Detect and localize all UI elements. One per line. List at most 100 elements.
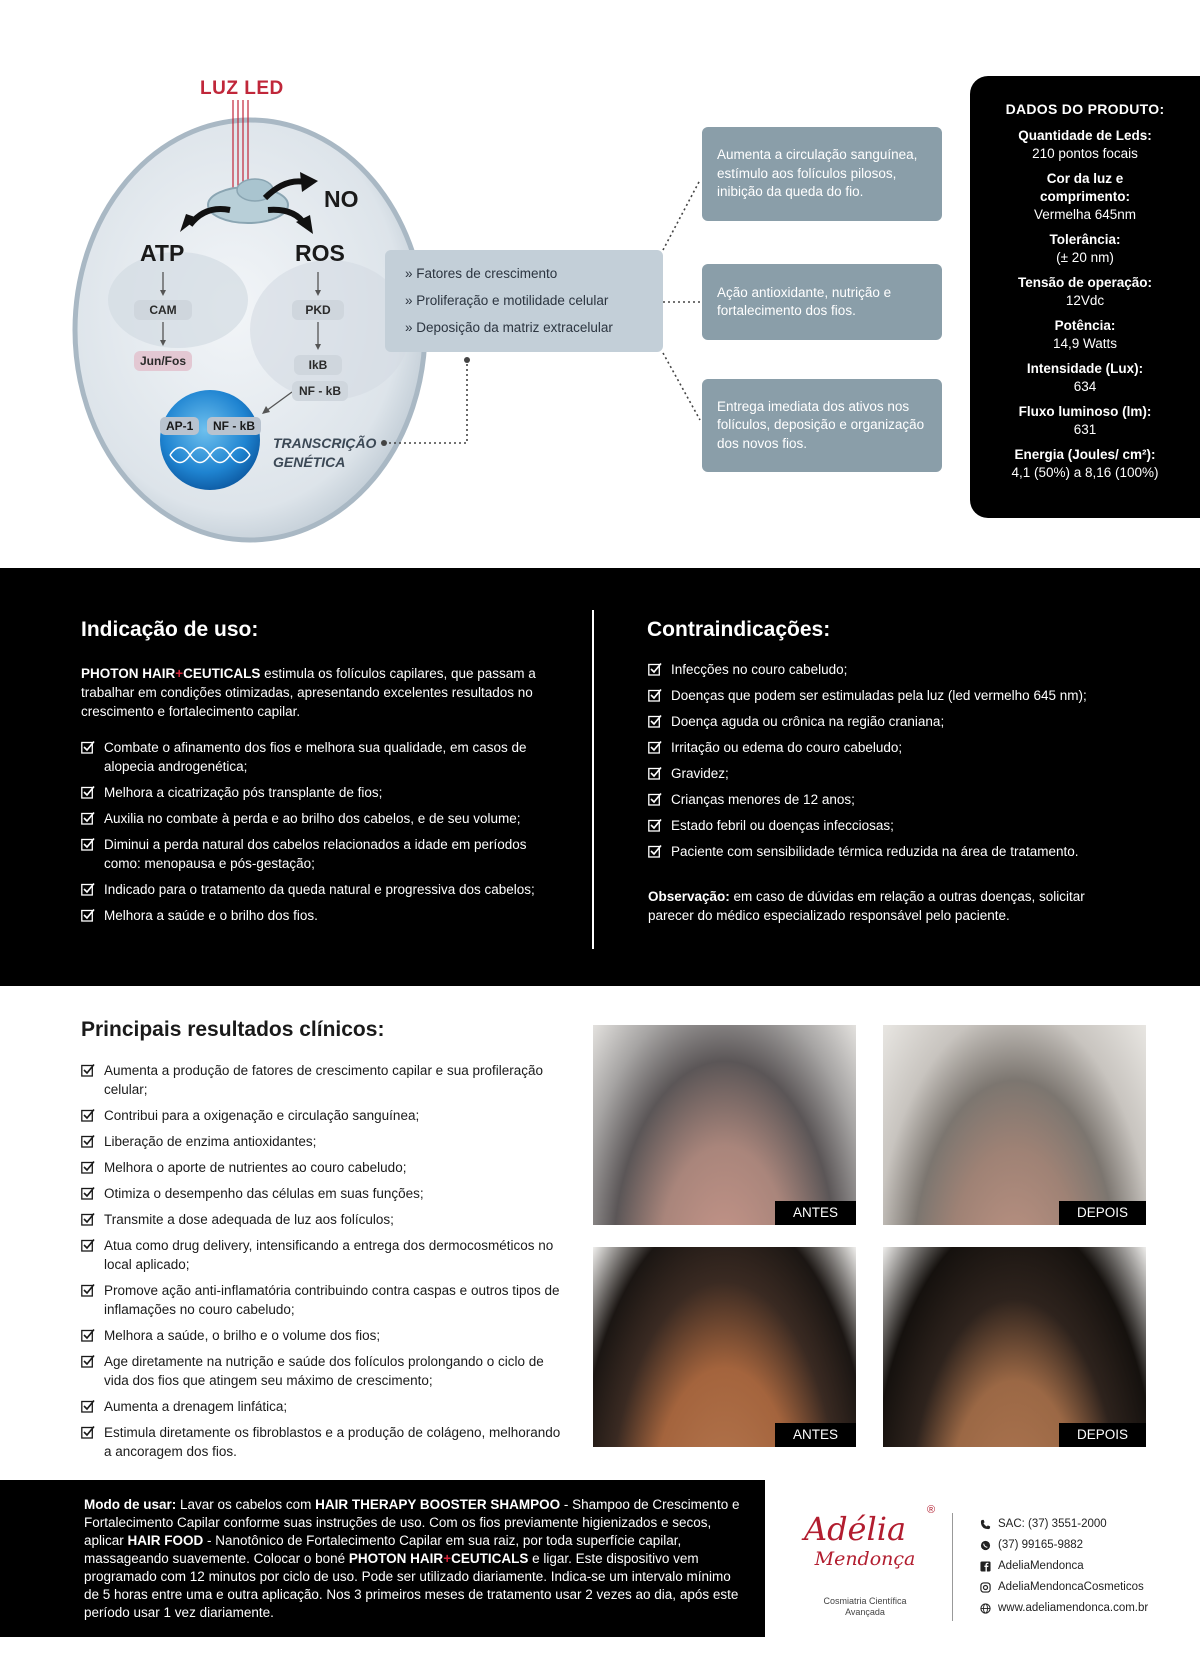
spec-tolerance: Tolerância: (± 20 nm) bbox=[1049, 232, 1121, 265]
factor-item: » Proliferação e motilidade celular bbox=[405, 293, 609, 308]
contact-facebook[interactable]: AdeliaMendonca bbox=[980, 1556, 1148, 1577]
logo-surname: Mendonça bbox=[814, 1548, 916, 1570]
intro-text: estimula os folículos capilares, que pas… bbox=[81, 666, 536, 719]
junfos-pill: Jun/Fos bbox=[134, 351, 192, 371]
factors-box: » Fatores de crescimento » Proliferação … bbox=[385, 250, 663, 352]
checkbox-icon bbox=[81, 740, 95, 754]
arrowhead-atp bbox=[180, 214, 198, 232]
list-item: Transmite a dose adequada de luz aos fol… bbox=[81, 1210, 566, 1229]
spec-voltage: Tensão de operação: 12Vdc bbox=[1017, 275, 1153, 308]
pkd-pill: PKD bbox=[292, 300, 344, 320]
connector-effect-1 bbox=[662, 179, 701, 251]
checkbox-icon bbox=[81, 837, 95, 851]
luz-led-label: LUZ LED bbox=[200, 78, 284, 99]
usage-band bbox=[0, 568, 1200, 986]
effect-text: Aumenta a circulação sanguínea, estímulo… bbox=[717, 147, 918, 200]
spec-energy: Energia (Joules/ cm²): 4,1 (50%) a 8,16 … bbox=[1011, 447, 1159, 480]
atp-label: ATP bbox=[140, 240, 185, 266]
list-item: Aumenta a drenagem linfática; bbox=[81, 1397, 566, 1416]
arrow-nfkb-nucleus bbox=[265, 391, 293, 412]
photo-tag: ANTES bbox=[774, 1201, 856, 1225]
list-item: Diminui a perda natural dos cabelos rela… bbox=[81, 835, 561, 873]
checkbox-icon bbox=[648, 714, 662, 728]
checkbox-icon bbox=[81, 1238, 95, 1252]
list-item: Melhora a saúde e o brilho dos fios. bbox=[81, 906, 561, 925]
column-divider bbox=[592, 610, 594, 949]
checkbox-icon bbox=[81, 1425, 95, 1439]
obs-label: Observação: bbox=[648, 889, 730, 904]
checkbox-icon bbox=[648, 792, 662, 806]
no-label: NO bbox=[324, 186, 359, 212]
list-item: Paciente com sensibilidade térmica reduz… bbox=[648, 842, 1138, 861]
dna-strand bbox=[169, 446, 251, 464]
contact-list: SAC: (37) 3551-2000 (37) 99165-9882 Adel… bbox=[980, 1514, 1148, 1619]
instagram-icon bbox=[980, 1582, 991, 1593]
checkbox-icon bbox=[648, 662, 662, 676]
ros-label: ROS bbox=[295, 240, 345, 266]
checkbox-icon bbox=[81, 1399, 95, 1413]
checkbox-icon bbox=[81, 1354, 95, 1368]
indicacao-list: Combate o afinamento dos fios e melhora … bbox=[81, 738, 561, 932]
list-item: Infecções no couro cabeludo; bbox=[648, 660, 1138, 679]
list-item: Crianças menores de 12 anos; bbox=[648, 790, 1138, 809]
photo-tag: DEPOIS bbox=[1058, 1201, 1146, 1225]
nfkb-pill: NF - kB bbox=[292, 381, 348, 401]
checkbox-icon bbox=[648, 844, 662, 858]
effect-box-circulation: Aumenta a circulação sanguínea, estímulo… bbox=[702, 127, 942, 221]
after-photo-1: DEPOIS bbox=[883, 1025, 1146, 1225]
checkbox-icon bbox=[81, 811, 95, 825]
list-item: Irritação ou edema do couro cabeludo; bbox=[648, 738, 1138, 757]
brand-plus: + bbox=[175, 666, 184, 681]
arrowhead-ros bbox=[296, 215, 313, 234]
whatsapp-icon bbox=[980, 1540, 991, 1551]
checkbox-icon bbox=[81, 1160, 95, 1174]
spec-light-color: Cor da luz e comprimento: Vermelha 645nm bbox=[1033, 171, 1137, 222]
effect-text: Ação antioxidante, nutrição e fortalecim… bbox=[717, 284, 892, 319]
checkbox-icon bbox=[81, 1283, 95, 1297]
checkbox-icon bbox=[81, 908, 95, 922]
registered-mark: ® bbox=[927, 1504, 936, 1516]
indicacao-intro: PHOTON HAIR+CEUTICALS estimula os folícu… bbox=[81, 664, 561, 721]
product-title: DADOS DO PRODUTO: bbox=[1005, 101, 1165, 117]
list-item: Promove ação anti-inflamatória contribui… bbox=[81, 1281, 566, 1319]
spec-lumen: Fluxo luminoso (lm): 631 bbox=[1018, 404, 1152, 437]
cell-diagram bbox=[72, 100, 701, 543]
factor-item: » Deposição da matriz extracelular bbox=[405, 320, 613, 335]
photo-tag: ANTES bbox=[774, 1423, 856, 1447]
checkbox-icon bbox=[81, 882, 95, 896]
contact-website[interactable]: www.adeliamendonca.com.br bbox=[980, 1598, 1148, 1619]
arrowhead-no bbox=[300, 172, 318, 192]
list-item: Otimiza o desempenho das células em suas… bbox=[81, 1184, 566, 1203]
after-photo-2: DEPOIS bbox=[883, 1247, 1146, 1447]
checkbox-icon bbox=[648, 740, 662, 754]
nucleus bbox=[160, 390, 260, 490]
list-item: Melhora o aporte de nutrientes ao couro … bbox=[81, 1158, 566, 1177]
contact-instagram[interactable]: AdeliaMendoncaCosmeticos bbox=[980, 1577, 1148, 1598]
product-data-panel: DADOS DO PRODUTO: Quantidade de Leds: 21… bbox=[970, 76, 1200, 518]
contraindicacoes-title: Contraindicações: bbox=[647, 618, 831, 641]
checkbox-icon bbox=[81, 1134, 95, 1148]
results-title: Principais resultados clínicos: bbox=[81, 1018, 385, 1041]
list-item: Liberação de enzima antioxidantes; bbox=[81, 1132, 566, 1151]
logo-name: Adélia bbox=[803, 1510, 907, 1548]
list-item: Estimula diretamente os fibroblastos e a… bbox=[81, 1423, 566, 1461]
results-list: Aumenta a produção de fatores de crescim… bbox=[81, 1061, 566, 1468]
connector-effect-3 bbox=[662, 352, 701, 421]
list-item: Melhora a saúde, o brilho e o volume dos… bbox=[81, 1326, 566, 1345]
checkbox-icon bbox=[648, 688, 662, 702]
checkbox-icon bbox=[81, 1186, 95, 1200]
globe-icon bbox=[980, 1603, 991, 1614]
photo-tag: DEPOIS bbox=[1058, 1423, 1146, 1447]
footer-divider bbox=[952, 1513, 953, 1621]
mechanism-section: LUZ LED NO ATP ROS CAM Jun/Fos PKD IkB N… bbox=[0, 0, 1200, 568]
checkbox-icon bbox=[81, 1108, 95, 1122]
er-shadow bbox=[250, 260, 410, 400]
spec-power: Potência: 14,9 Watts bbox=[1052, 318, 1118, 351]
brand-name: PHOTON HAIR bbox=[81, 666, 176, 681]
contact-sac: SAC: (37) 3551-2000 bbox=[980, 1514, 1148, 1535]
brand-name-suffix: CEUTICALS bbox=[183, 666, 261, 681]
list-item: Estado febril ou doenças infecciosas; bbox=[648, 816, 1138, 835]
checkbox-icon bbox=[81, 1328, 95, 1342]
list-item: Auxilia no combate à perda e ao brilho d… bbox=[81, 809, 561, 828]
list-item: Melhora a cicatrização pós transplante d… bbox=[81, 783, 561, 802]
